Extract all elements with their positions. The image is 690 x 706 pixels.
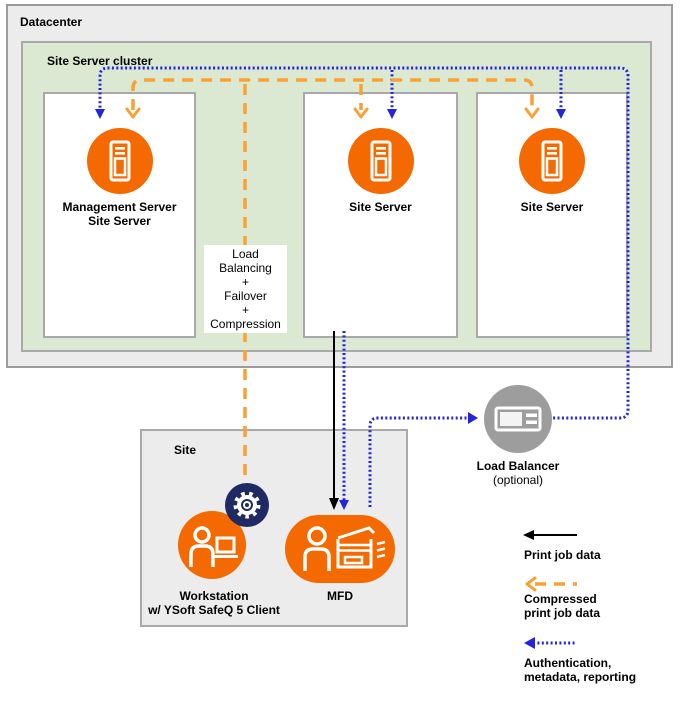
site-server-box-1: Site Server [303,92,458,338]
server-node [347,128,414,194]
load-balancing-note: Load Balancing + Failover + Compression [204,245,287,333]
server-tower-icon [541,140,563,182]
server-tower-icon [370,140,391,182]
workstation-label: Workstation w/ YSoft SafeQ 5 Client [148,589,280,617]
server-label: Site Server [520,200,584,214]
load-balancer-icon [494,406,542,432]
legend-arrow-authentication [524,637,577,649]
load-balancer-label: Load Balancer (optional) [476,459,560,487]
management-server-box: Management Server Site Server [43,92,196,338]
legend-label-print-job: Print job data [524,548,601,562]
person-laptop-icon [189,526,238,567]
mfd-node [285,515,395,583]
server-label: Site Server [349,200,412,214]
gear-icon [233,491,261,519]
site-server-cluster-group: Site Server cluster Management Server Si… [21,41,652,352]
load-balancer-node [484,385,552,453]
person-printer-icon [303,526,386,571]
site-label: Site [174,443,197,457]
cluster-label: Site Server cluster [47,54,153,68]
legend-arrow-compressed [525,576,577,592]
legend-arrow-print-job [523,530,577,540]
mfd-label: MFD [327,589,353,603]
datacenter-group: Datacenter Site Server cluster Managemen… [6,4,673,368]
legend-label-authentication: Authentication, metadata, reporting [524,656,637,684]
site-server-box-2: Site Server [476,92,628,338]
server-tower-icon [109,140,130,182]
server-node [519,128,585,194]
server-label: Management Server Site Server [62,200,177,228]
datacenter-label: Datacenter [20,15,83,29]
server-node [86,128,153,194]
safeq-client-badge [225,483,269,527]
legend-label-compressed: Compressed print job data [524,592,600,620]
